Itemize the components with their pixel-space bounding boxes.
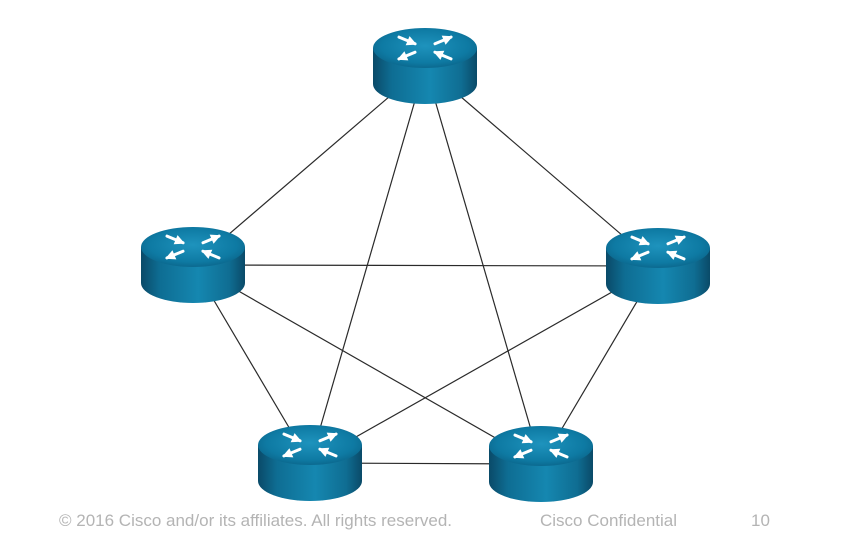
- link-router-top-to-router-left: [192, 65, 426, 266]
- router-icon: [606, 228, 710, 304]
- copyright-text: © 2016 Cisco and/or its affiliates. All …: [59, 511, 453, 530]
- router-arrows-icon: [397, 35, 453, 61]
- link-router-top-to-router-right: [424, 65, 659, 267]
- link-router-right-to-router-bottom-left: [309, 265, 659, 464]
- router-right: [606, 228, 710, 304]
- router-icon: [373, 28, 477, 104]
- router-arrows-icon: [165, 234, 221, 260]
- link-router-left-to-router-right: [192, 264, 659, 267]
- router-arrows-icon: [513, 433, 569, 459]
- router-left: [141, 227, 245, 303]
- nodes-layer: [141, 28, 710, 502]
- router-arrows-icon: [630, 235, 686, 261]
- router-arrows-icon: [282, 432, 338, 458]
- router-icon: [141, 227, 245, 303]
- router-icon: [489, 426, 593, 502]
- links-layer: [192, 65, 659, 465]
- link-router-top-to-router-bottom-right: [424, 65, 542, 465]
- link-router-left-to-router-bottom-right: [192, 264, 542, 465]
- router-bottom-right: [489, 426, 593, 502]
- router-bottom-left: [258, 425, 362, 501]
- page-number: 10: [751, 511, 770, 530]
- router-top: [373, 28, 477, 104]
- link-router-top-to-router-bottom-left: [309, 65, 426, 464]
- confidential-label: Cisco Confidential: [540, 511, 678, 530]
- router-icon: [258, 425, 362, 501]
